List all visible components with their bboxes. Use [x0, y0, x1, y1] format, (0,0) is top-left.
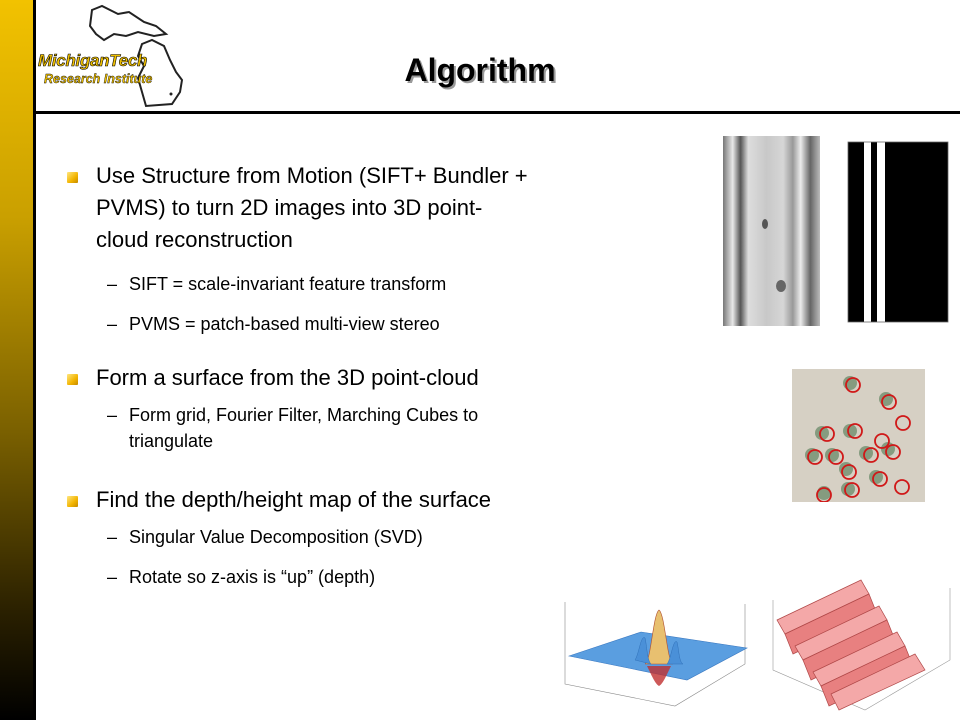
- dash-marker: –: [107, 567, 118, 587]
- bullet-line: PVMS) to turn 2D images into 3D point-: [96, 195, 483, 220]
- left-sidebar-bar: [0, 0, 33, 720]
- 3d-wave-surface-image: [765, 560, 955, 720]
- logo-text-main: MichiganTech: [38, 51, 148, 71]
- dash-marker: –: [107, 314, 118, 334]
- dash-marker: –: [107, 405, 118, 425]
- sub-bullet-line: triangulate: [129, 431, 214, 451]
- bullet-icon: [67, 374, 78, 385]
- detected-circles-image: [792, 369, 925, 502]
- bullet-3-text: Find the depth/height map of the surface: [96, 487, 492, 512]
- grayscale-stripes-image: [723, 136, 820, 326]
- bullet-icon: [67, 172, 78, 183]
- 3d-surface-plot-image: [555, 594, 755, 719]
- sub-bullet-text: Singular Value Decomposition (SVD): [129, 527, 423, 547]
- bullet-line: Use Structure from Motion (SIFT+ Bundler…: [96, 163, 528, 188]
- bullet-line: cloud reconstruction: [96, 227, 293, 252]
- sub-bullet-text: Form grid, Fourier Filter, Marching Cube…: [129, 402, 478, 454]
- sidebar-divider: [33, 0, 36, 720]
- bullet-2-text: Form a surface from the 3D point-cloud: [96, 365, 479, 390]
- thresholded-plot-image: [847, 141, 949, 323]
- dash-marker: –: [107, 274, 118, 294]
- sub-bullet-text: SIFT = scale-invariant feature transform: [129, 274, 447, 294]
- michigan-tech-logo: [88, 4, 184, 108]
- bullet-icon: [67, 496, 78, 507]
- sub-bullet-text: PVMS = patch-based multi-view stereo: [129, 314, 440, 334]
- dash-marker: –: [107, 527, 118, 547]
- sub-bullet-line: Form grid, Fourier Filter, Marching Cube…: [129, 405, 479, 425]
- slide-title: Algorithm: [404, 52, 556, 88]
- header-rule: [33, 111, 960, 114]
- sub-bullet-text: Rotate so z-axis is “up” (depth): [129, 567, 376, 587]
- logo-text-sub: Research Institute: [44, 72, 153, 86]
- bullet-1-text: Use Structure from Motion (SIFT+ Bundler…: [96, 160, 528, 256]
